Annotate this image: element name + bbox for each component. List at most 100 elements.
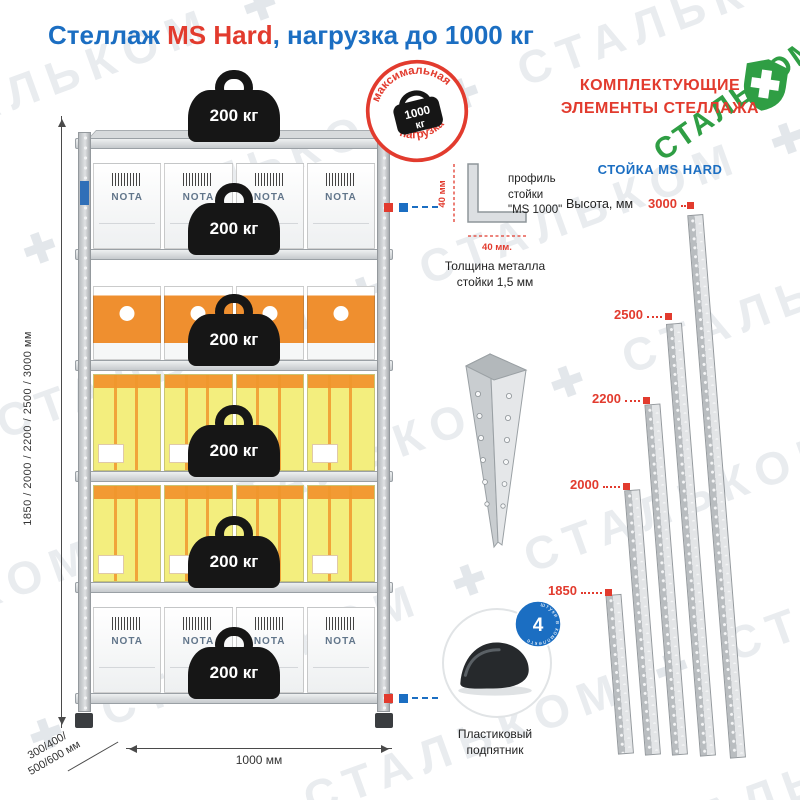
weight-value: 200 кг <box>188 536 280 588</box>
connector-blue-bottom <box>399 694 408 703</box>
box-strap <box>348 375 352 470</box>
components-header-line2: ЭЛЕМЕНТЫ СТЕЛЛАЖА <box>560 100 760 118</box>
weight-200kg: 200 кг <box>188 405 280 477</box>
weight-200kg: 200 кг <box>188 183 280 255</box>
height-column-label: Высота, мм <box>566 197 634 211</box>
barcode <box>325 173 356 186</box>
weight-value: 200 кг <box>188 314 280 366</box>
box-strap <box>277 375 281 470</box>
box-white: NOTA <box>306 163 375 249</box>
max-load-badge: максимальная нагрузка 1000 кг <box>364 55 469 163</box>
depth-dimension-label: 300/400/ 500/600 мм <box>19 725 83 779</box>
page-title: Стеллаж MS Hard, нагрузка до 1000 кг <box>48 20 534 51</box>
title-brand: MS Hard <box>167 20 273 50</box>
box-strap <box>113 486 117 581</box>
box-orange <box>93 286 162 360</box>
foot-label-line1: Пластиковый <box>457 727 533 741</box>
profile-label: профиль стойки "MS 1000" <box>508 172 588 219</box>
box-brand-text: NOTA <box>182 192 215 203</box>
red-square-marker <box>623 483 630 490</box>
box-line <box>99 667 156 668</box>
badge-weight-value: 1000 <box>403 103 431 122</box>
red-square-marker <box>665 313 672 320</box>
barcode <box>254 617 285 630</box>
dotted-leader <box>580 592 602 594</box>
weight-200kg: 200 кг <box>188 294 280 366</box>
dotted-leader <box>602 486 620 488</box>
box-strap <box>256 486 260 581</box>
badge-weight-unit: кг <box>414 117 427 131</box>
rack-foot-left <box>75 713 93 728</box>
title-part1: Стеллаж <box>48 20 168 50</box>
barcode <box>112 173 143 186</box>
post-subheader: СТОЙКА MS HARD <box>597 162 723 177</box>
box-strap <box>277 486 281 581</box>
box-strap <box>135 486 139 581</box>
box-white: NOTA <box>93 163 162 249</box>
connector-dash-top <box>412 206 438 208</box>
width-dimension-line <box>126 744 392 753</box>
box-strap <box>327 486 331 581</box>
box-brand-text: NOTA <box>182 636 215 647</box>
post-height-label: 2200 <box>592 388 650 406</box>
dotted-leader <box>680 205 684 207</box>
weight-value: 200 кг <box>188 90 280 142</box>
box-logo-dot <box>119 305 135 321</box>
post-profile-diagram: 40 мм 40 мм. <box>437 163 527 253</box>
box-strap <box>185 486 189 581</box>
box-strap <box>206 375 210 470</box>
post-height-value: 2500 <box>614 307 643 322</box>
box-label <box>98 444 124 463</box>
rack-upright-left <box>78 132 91 712</box>
post-ms-hard-1850 <box>605 593 634 755</box>
angle-post-3d <box>464 353 528 549</box>
profile-label-line3: "MS 1000" <box>508 204 563 217</box>
height-dimension-label: 1850 / 2000 / 2200 / 2500 / 3000 мм <box>22 130 34 726</box>
width-dimension-label: 1000 мм <box>235 753 283 767</box>
post-height-value: 2200 <box>592 391 621 406</box>
barcode <box>112 617 143 630</box>
watermark-text: СТАЛЬКОМ <box>307 0 643 7</box>
box-strap <box>135 375 139 470</box>
profile-label-line1: профиль <box>508 173 556 185</box>
quantity-badge-count: 4 <box>533 615 544 636</box>
box-strap <box>185 375 189 470</box>
weight-value: 200 кг <box>188 425 280 477</box>
box-strap <box>327 375 331 470</box>
post-height-label: 1850 <box>548 580 612 598</box>
post-height-label: 2000 <box>570 474 630 492</box>
box-label <box>311 444 338 463</box>
red-square-marker <box>687 202 694 209</box>
barcode <box>183 173 214 186</box>
weight-value: 200 кг <box>188 647 280 699</box>
box-brand-text: NOTA <box>325 636 357 647</box>
title-part2: , нагрузка до 1000 кг <box>272 20 534 50</box>
barcode <box>183 617 214 630</box>
connector-blue-top <box>399 203 408 212</box>
weight-200kg: 200 кг <box>188 70 280 142</box>
dotted-leader <box>646 316 662 318</box>
plastic-foot-photo <box>442 608 552 718</box>
components-header: КОМПЛЕКТУЮЩИЕ ЭЛЕМЕНТЫ СТЕЛЛАЖА <box>532 74 788 120</box>
red-square-marker <box>643 397 650 404</box>
rack-upright-right <box>377 132 390 712</box>
components-header-line1: КОМПЛЕКТУЮЩИЕ <box>579 77 741 94</box>
dotted-leader <box>624 400 640 402</box>
box-logo-dot <box>333 305 349 321</box>
height-dimension-text: 1850 / 2000 / 2200 / 2500 / 3000 мм <box>22 330 34 526</box>
box-strap <box>206 486 210 581</box>
connector-dash-bottom <box>412 697 438 699</box>
watermark-shield-icon: ✚ <box>226 795 282 800</box>
thickness-line1: Толщина металла <box>444 259 546 273</box>
box-brand-text: NOTA <box>253 636 286 647</box>
weight-200kg: 200 кг <box>188 516 280 588</box>
foot-label-line2: подпятник <box>466 743 524 758</box>
connector-red-bottom <box>384 694 393 703</box>
box-brand-text: NOTA <box>111 192 143 203</box>
rack-blue-tag <box>80 181 89 205</box>
connector-red-top <box>384 203 393 212</box>
box-label <box>98 555 124 574</box>
box-brand-text: NOTA <box>253 192 286 203</box>
thickness-line2: стойки 1,5 мм <box>456 275 534 290</box>
